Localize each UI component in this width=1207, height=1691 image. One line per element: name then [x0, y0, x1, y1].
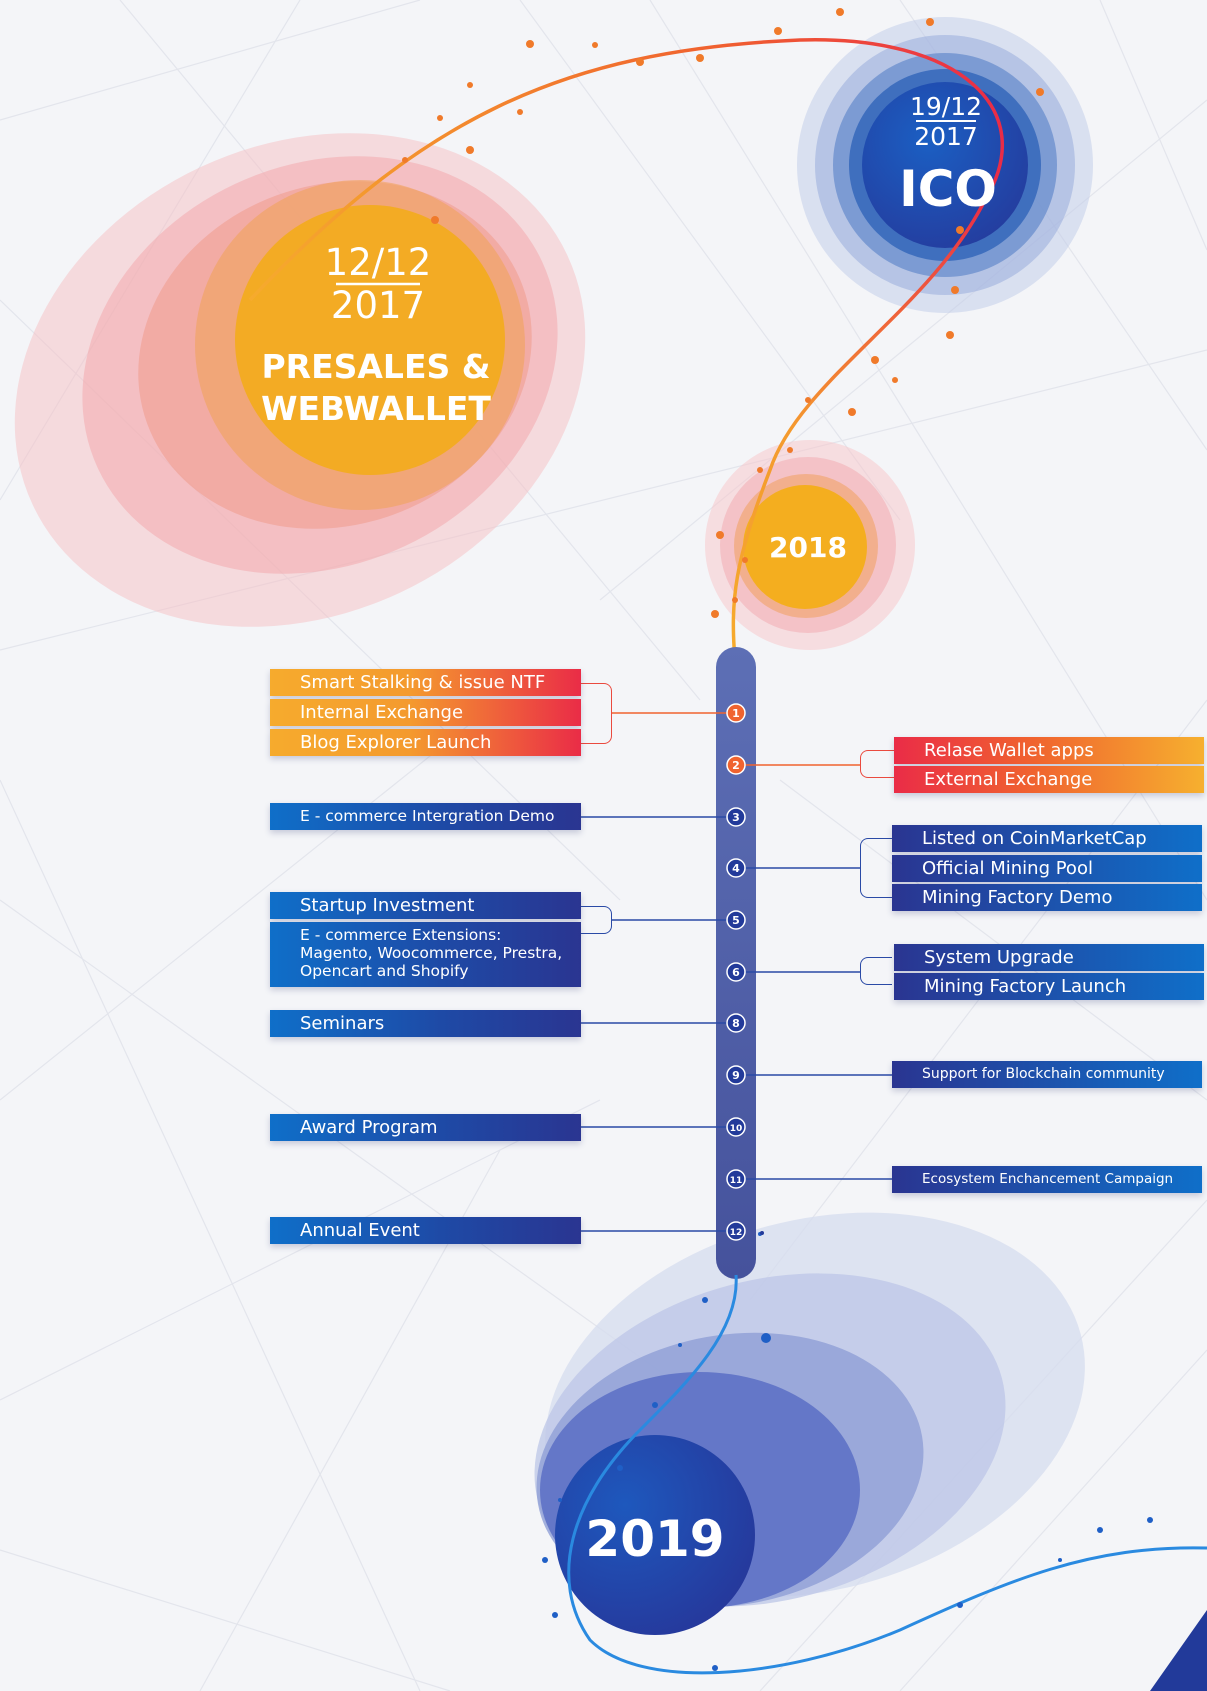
year-2019-bubble [534, 1212, 1085, 1635]
ico-bubble [797, 17, 1093, 313]
blue-particles [542, 1232, 1153, 1671]
svg-text:1: 1 [732, 707, 740, 720]
orange-particles [402, 8, 1044, 618]
year-2018-bubble [705, 440, 915, 650]
year-2019-label: 2019 [585, 1510, 724, 1568]
timeline-node-2: 2 [726, 755, 746, 775]
presales-title-line1: PRESALES & [261, 347, 490, 386]
bracket-node-6 [860, 957, 892, 985]
svg-text:9: 9 [732, 1069, 740, 1082]
timeline-nodes: 1 2 3 4 5 6 8 9 10 11 12 [726, 703, 764, 1241]
item-ecommerce-extensions: E - commerce Extensions: Magento, Woocom… [270, 922, 581, 987]
item-system-upgrade: System Upgrade [894, 944, 1204, 971]
timeline-node-9: 9 [726, 1065, 746, 1085]
presales-date-top: 12/12 [325, 241, 432, 284]
svg-text:2: 2 [732, 759, 740, 772]
timeline-node-11: 11 [726, 1169, 746, 1189]
presales-label: 12/12 2017 PRESALES & WEBWALLET [261, 241, 491, 428]
ico-date-bottom: 2017 [914, 122, 978, 151]
svg-text:12: 12 [730, 1228, 743, 1238]
timeline-node-4: 4 [726, 858, 746, 878]
item-annual-event: Annual Event [270, 1217, 581, 1244]
bracket-node-2 [860, 750, 894, 778]
item-ecommerce-demo: E - commerce Intergration Demo [270, 803, 581, 830]
item-blockchain-support: Support for Blockchain community [892, 1061, 1202, 1088]
svg-text:3: 3 [732, 811, 740, 824]
ico-date-top: 19/12 [910, 92, 982, 121]
timeline-node-8: 8 [726, 1013, 746, 1033]
svg-text:6: 6 [732, 966, 740, 979]
svg-text:5: 5 [732, 914, 740, 927]
year-2018-label: 2018 [769, 531, 847, 564]
item-smart-stalking: Smart Stalking & issue NTF [270, 669, 581, 696]
item-external-exchange: External Exchange [894, 766, 1204, 793]
svg-text:11: 11 [730, 1176, 743, 1186]
presales-bubble [14, 133, 586, 627]
item-mining-factory-launch: Mining Factory Launch [894, 973, 1204, 1000]
ico-label: 19/12 2017 ICO [899, 92, 997, 218]
item-mining-factory-demo: Mining Factory Demo [892, 884, 1202, 911]
item-mining-pool: Official Mining Pool [892, 855, 1202, 882]
svg-text:8: 8 [732, 1017, 740, 1030]
timeline-node-6: 6 [726, 962, 746, 982]
timeline-node-10: 10 [726, 1117, 746, 1137]
item-ecosystem-campaign: Ecosystem Enchancement Campaign [892, 1166, 1202, 1193]
blue-connector-curve [567, 1274, 1207, 1675]
svg-text:4: 4 [732, 862, 740, 875]
presales-title-line2: WEBWALLET [261, 389, 491, 428]
presales-date-bottom: 2017 [331, 284, 425, 327]
timeline-node-3: 3 [726, 807, 746, 827]
timeline-node-12: 12 [726, 1221, 746, 1241]
svg-text:10: 10 [730, 1124, 743, 1134]
bracket-node-4 [860, 838, 892, 898]
item-seminars: Seminars [270, 1010, 581, 1037]
timeline-node-1: 1 [726, 703, 746, 723]
item-internal-exchange: Internal Exchange [270, 699, 581, 726]
connector-lines [580, 712, 892, 1232]
item-award-program: Award Program [270, 1114, 581, 1141]
item-blog-explorer: Blog Explorer Launch [270, 729, 581, 756]
timeline-node-5: 5 [726, 910, 746, 930]
bracket-node-5 [580, 906, 612, 934]
item-relase-wallet: Relase Wallet apps [894, 737, 1204, 764]
item-startup-investment: Startup Investment [270, 892, 581, 919]
corner-accent [1150, 1610, 1207, 1691]
bracket-node-1 [580, 683, 612, 744]
item-coinmarketcap: Listed on CoinMarketCap [892, 825, 1202, 852]
ico-title: ICO [899, 160, 997, 218]
